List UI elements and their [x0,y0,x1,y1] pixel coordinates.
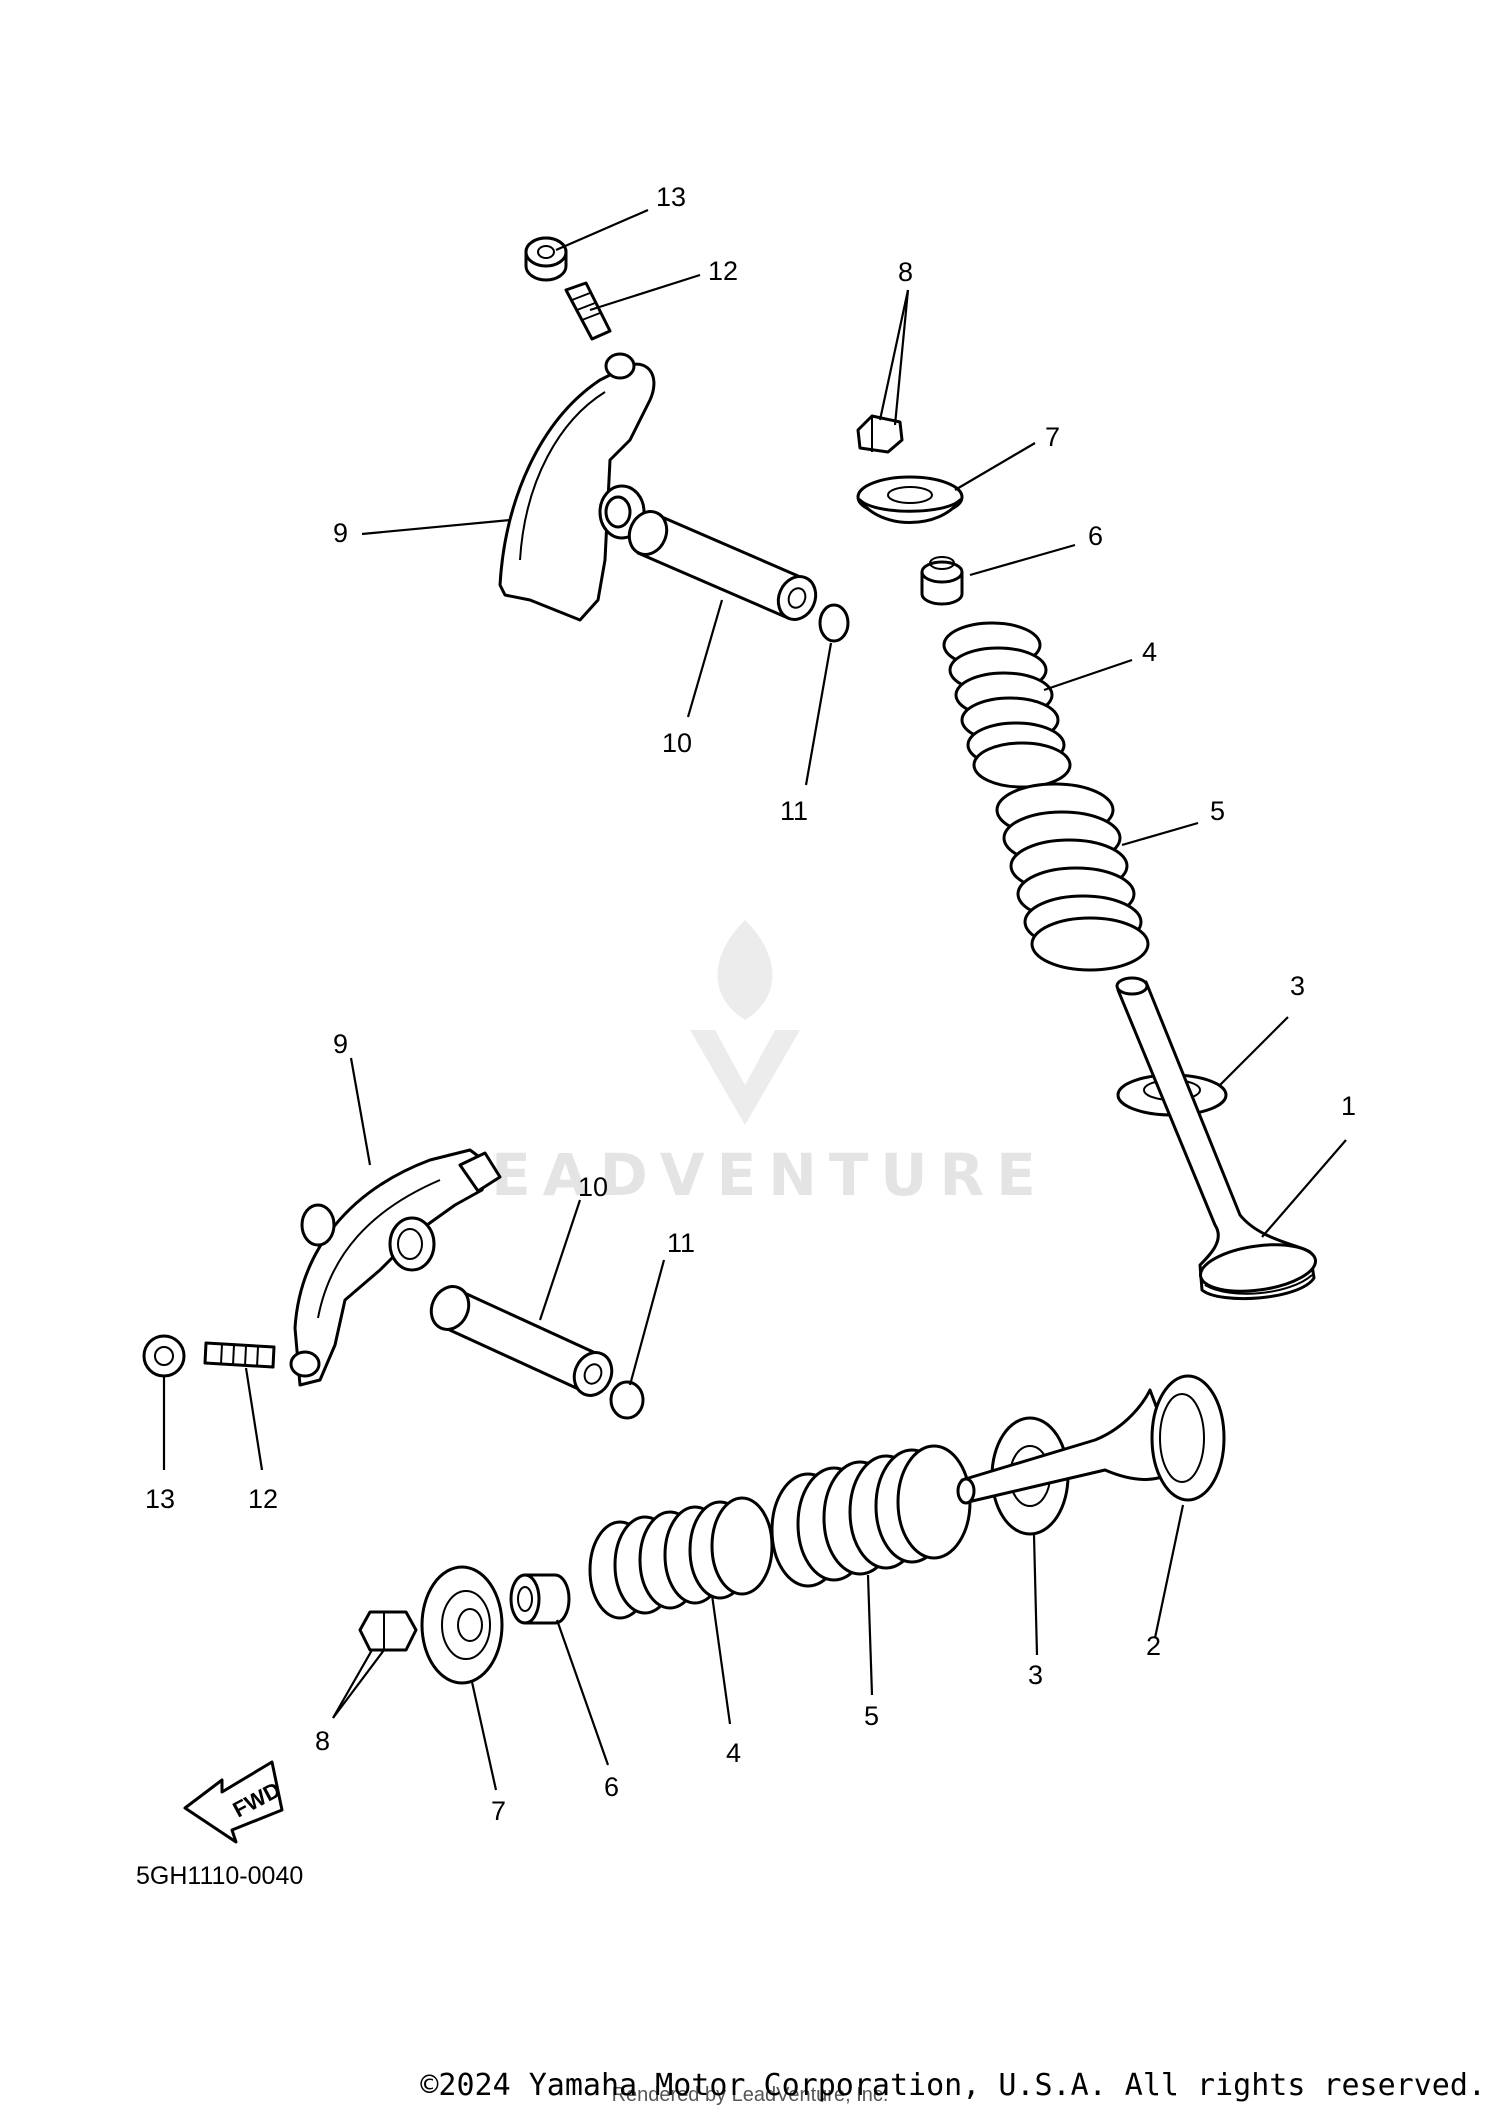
label-bottom-7: 7 [491,1796,506,1826]
bottom-part-10-rocker-shaft [429,1285,614,1397]
rendered-by-text: Rendered by LeadVenture, Inc. [611,2084,889,2106]
top-part-11-o-ring [818,603,850,643]
label-bottom-8: 8 [315,1726,330,1756]
bottom-part-7-spring-retainer [420,1565,504,1685]
top-part-13-nut [524,236,568,282]
diagram-code: 5GH1110-0040 [136,1862,303,1890]
label-top-7: 7 [1045,422,1060,452]
top-part-6-stem-seal [920,556,964,606]
label-top-12: 12 [708,256,738,286]
label-bottom-10: 10 [578,1172,608,1202]
label-top-3: 3 [1290,971,1305,1001]
label-top-1: 1 [1341,1091,1356,1121]
copyright-notice: ©2024 Yamaha Motor Corporation, U.S.A. A… [420,2068,1486,2103]
watermark-v-icon [690,1030,800,1125]
bottom-part-5-outer-spring [770,1444,972,1588]
bottom-part-8-valve-cotters [358,1610,418,1652]
label-bottom-11: 11 [667,1228,695,1258]
watermark: LEADVENTURE [442,920,1048,1209]
label-top-6: 6 [1088,521,1103,551]
top-part-4-inner-spring [942,621,1072,789]
top-part-8-valve-cotters [856,414,904,454]
bottom-part-12-adjuster-screw [203,1341,276,1369]
bottom-part-9-rocker-arm [289,1148,502,1387]
watermark-flame-icon [717,920,773,1020]
watermark-text: LEADVENTURE [442,1141,1048,1209]
top-callouts: 13 12 8 7 9 6 4 10 11 5 3 1 [333,182,1356,1238]
top-part-9-rocker-arm [498,352,656,622]
label-bottom-12: 12 [248,1484,278,1514]
label-bottom-13: 13 [145,1484,175,1514]
label-bottom-2: 2 [1146,1631,1161,1661]
label-top-10: 10 [662,728,692,758]
label-top-5: 5 [1210,796,1225,826]
label-bottom-6: 6 [604,1772,619,1802]
bottom-part-13-nut [142,1334,186,1378]
fwd-direction-arrow[interactable]: FWD [183,1760,285,1844]
top-part-10-rocker-shaft [627,510,818,621]
label-top-13: 13 [656,182,686,212]
bottom-part-2-valve [956,1374,1226,1505]
label-top-4: 4 [1142,637,1157,667]
top-part-1-valve [1115,976,1318,1301]
label-bottom-9: 9 [333,1029,348,1059]
top-part-12-adjuster-screw [564,281,612,341]
label-top-8: 8 [898,257,913,287]
bottom-part-11-o-ring [609,1380,645,1420]
bottom-part-6-stem-seal [509,1573,571,1625]
top-part-5-outer-spring [995,782,1150,972]
top-part-7-spring-retainer [856,475,964,524]
label-bottom-3: 3 [1028,1660,1043,1690]
label-top-9: 9 [333,518,348,548]
label-top-11: 11 [780,796,808,826]
bottom-part-4-inner-spring [588,1496,774,1620]
label-bottom-5: 5 [864,1701,879,1731]
label-bottom-4: 4 [726,1738,741,1768]
bottom-callouts: 9 10 11 13 12 2 3 5 4 6 7 8 [145,1029,1185,1826]
